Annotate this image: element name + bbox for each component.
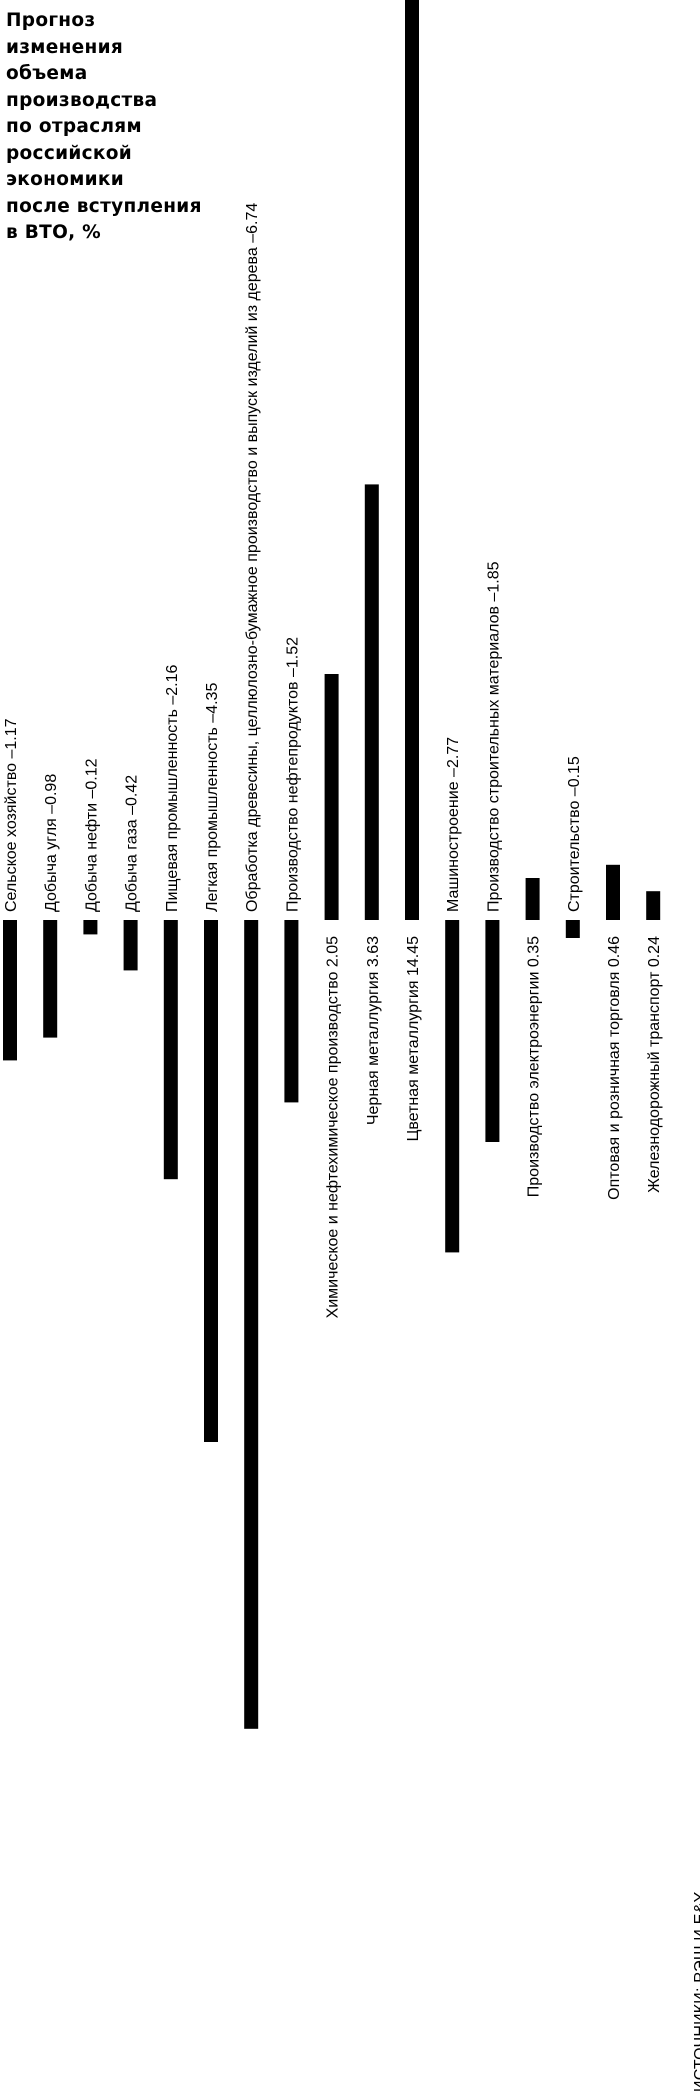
bar-label: Оптовая и розничная торговля 0.46 xyxy=(606,936,623,1200)
bar xyxy=(284,920,299,1103)
source-note: ИСТОЧНИКИ: РЭШ И E&Y xyxy=(692,1891,700,2092)
bar xyxy=(525,878,540,920)
bar-label: Производство нефтепродуктов –1.52 xyxy=(284,637,301,912)
bar-label: Железнодорожный транспорт 0.24 xyxy=(646,936,663,1193)
bar-label: Сельское хозяйство –1.17 xyxy=(3,718,20,912)
title-line: производства xyxy=(6,89,158,111)
bar xyxy=(163,920,178,1180)
bar-break-marker xyxy=(243,2040,260,2054)
chart-title: Прогноз изменения объема производства по отр… xyxy=(6,8,216,247)
bar xyxy=(646,891,661,920)
bar-label: Легкая промышленность –4.35 xyxy=(204,683,221,912)
bar xyxy=(485,920,500,1142)
bar xyxy=(123,920,138,971)
title-line: Прогноз xyxy=(6,10,96,31)
title-line: объема xyxy=(6,63,88,84)
bar-label: Добыча нефти –0.12 xyxy=(83,758,100,912)
bar xyxy=(364,484,379,920)
bar-label: Производство электроэнергии 0.35 xyxy=(526,936,543,1197)
bar-label: Пищевая промышленность –2.16 xyxy=(164,665,181,913)
bar xyxy=(43,920,58,1038)
bar xyxy=(204,920,218,1442)
bar-label: Обработка древесины, целлюлозно-бумажное… xyxy=(244,203,261,912)
bar-label: Добыча газа –0.42 xyxy=(124,775,141,912)
bar xyxy=(405,0,419,920)
bar-label: Машиностроение –2.77 xyxy=(445,737,462,912)
bar-label: Добыча угля –0.98 xyxy=(43,774,60,912)
title-line: изменения xyxy=(6,36,124,58)
title-line: российской xyxy=(6,142,133,164)
bar-label: Производство строительных материалов –1.… xyxy=(485,561,502,912)
bar xyxy=(83,920,98,935)
bar xyxy=(565,920,580,938)
bar xyxy=(244,920,259,1729)
title-line: экономики xyxy=(6,169,125,190)
title-line: после вступления xyxy=(6,195,202,217)
bar-label: Цветная металлургия 14.45 xyxy=(405,936,422,1142)
bar xyxy=(445,920,460,1253)
bar xyxy=(324,674,339,920)
title-line: по отраслям xyxy=(6,116,142,137)
title-line: в ВТО, % xyxy=(6,222,101,243)
bar-label: Черная металлургия 3.63 xyxy=(365,936,382,1125)
bar xyxy=(606,864,620,920)
bar-label: Строительство –0.15 xyxy=(566,756,583,912)
bar xyxy=(3,920,17,1061)
bar-label: Химическое и нефтехимическое производств… xyxy=(325,936,342,1319)
